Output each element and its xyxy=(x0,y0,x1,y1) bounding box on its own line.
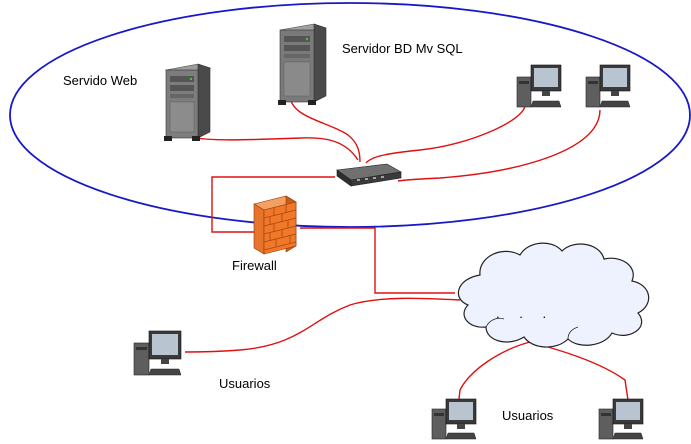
cable-internet-left-users xyxy=(184,297,461,353)
cable-workstation1-switch xyxy=(365,104,526,164)
users-left-label: Usuarios xyxy=(219,376,271,391)
firewall-icon[interactable] xyxy=(248,194,298,256)
web-server-label: Servido Web xyxy=(63,73,138,88)
workstation-icon[interactable] xyxy=(595,397,645,443)
internet-cloud-icon[interactable] xyxy=(440,237,665,352)
db-server-icon[interactable] xyxy=(272,22,330,107)
workstation-icon[interactable] xyxy=(582,63,632,111)
cable-firewall-internet xyxy=(300,227,455,294)
users-bottom-label: Usuarios xyxy=(502,408,554,423)
network-cables xyxy=(179,94,629,409)
web-server-icon[interactable] xyxy=(158,62,213,142)
workstation-icon[interactable] xyxy=(130,329,185,379)
lan-boundary-ellipse xyxy=(9,2,691,228)
cable-db-server-switch xyxy=(289,94,361,163)
network-switch-icon[interactable] xyxy=(333,160,403,190)
cable-web-server-switch xyxy=(179,134,359,161)
workstation-icon[interactable] xyxy=(513,63,563,111)
internet-cloud-label: . . . xyxy=(496,306,555,321)
cable-switch-firewall xyxy=(211,176,335,233)
cable-workstation2-switch xyxy=(397,109,601,182)
db-server-label: Servidor BD Mv SQL xyxy=(342,41,463,56)
firewall-label: Firewall xyxy=(232,258,277,273)
workstation-icon[interactable] xyxy=(428,397,478,443)
cable-internet-bottom-users-left xyxy=(457,341,531,409)
